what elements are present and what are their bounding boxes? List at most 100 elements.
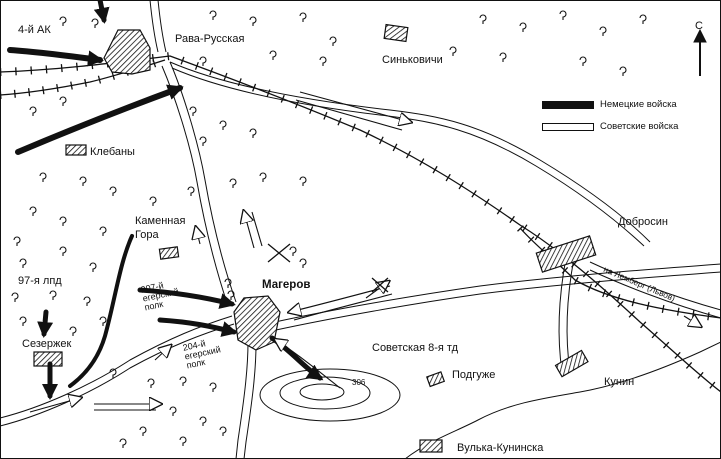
tree-icon [169,406,177,416]
tree-icon [259,172,267,182]
forest-symbols [11,10,647,448]
vulka-label: Вулька-Кунинска [457,442,544,454]
kamennaya-gora-label-2: Гора [135,229,159,241]
sezerzhek-label: Сезержек [22,338,72,350]
legend-german-swatch [542,100,594,109]
tree-icon [499,52,507,62]
tree-icon [199,416,207,426]
height-306-contours [259,368,401,422]
legend-german: Немецкие войска [542,99,677,110]
road-magerov-east [274,263,721,331]
german-arrow-204 [157,317,238,337]
tree-icon [19,258,27,268]
tree-icon [83,296,91,306]
tree-icon [99,226,107,236]
sinkovichi-settlement [383,23,409,43]
tree-icon [199,56,207,66]
tree-icon [269,50,277,60]
klebany-label: Клебаны [90,146,135,158]
tree-icon [179,376,187,386]
tree-icon [13,236,21,246]
legend-soviet: Советские войска [542,121,678,132]
soviet-arrow-east [299,91,410,122]
soviet-arrow-n [244,212,255,249]
tree-icon [599,26,607,36]
tree-icon [29,106,37,116]
sinkovichi-label: Синьковичи [382,54,443,66]
road-north-rava [149,0,167,53]
dobrosin-settlement [535,235,597,273]
german-arrow-4ak [7,47,104,67]
legend-german-label: Немецкие войска [600,99,677,110]
road-rava-dobrosin [169,61,651,247]
tree-icon [69,326,77,336]
tree-icon [139,426,147,436]
tree-icon [179,436,187,446]
legend-soviet-label: Советские войска [600,121,679,132]
tree-icon [199,136,207,146]
tree-icon [59,246,67,256]
tree-icon [219,426,227,436]
tree-icon [147,378,155,388]
road-north-south [161,61,237,307]
dobrosin-label: Добросин [618,216,668,228]
podguzhe-label: Подгуже [452,369,496,381]
tree-icon [39,172,47,182]
road-magerov-south [235,341,257,459]
tree-icon [619,66,627,76]
tree-icon [119,438,127,448]
tree-icon [209,10,217,20]
rava-russkaya-settlement [103,29,151,75]
german-front-line [68,234,134,388]
road-east-edge [589,261,721,319]
soviet-arrow-ne [365,282,388,299]
soviet-arrows [29,91,700,413]
kamennaya-gora-label-1: Каменная [135,215,186,227]
tree-icon [29,206,37,216]
vulka-settlement [419,439,443,453]
tree-icon [11,292,19,302]
klebany-settlement [65,144,87,156]
tree-icon [639,14,647,24]
tree-icon [91,18,99,28]
tree-icon [479,14,487,24]
tree-icon [99,316,107,326]
north-label: С [695,20,703,32]
rava-russkaya-label: Рава-Русская [175,33,245,45]
tree-icon [229,178,237,188]
tree-icon [79,176,87,186]
north-arrow-icon [693,28,707,76]
tree-icon [249,128,257,138]
german-arrow-97 [37,309,54,338]
soviet-arrow-magerov-b [293,293,393,321]
tree-icon [289,246,297,256]
magerov-settlement [233,295,281,351]
tree-icon [209,382,217,392]
tree-icon [249,16,257,26]
corps-label: 4-й АК [18,24,51,36]
tree-icon [559,10,567,20]
podguzhe-settlement [426,371,446,388]
tree-icon [19,316,27,326]
german-arrow-north [93,0,110,24]
magerov-label: Магеров [262,279,311,291]
tree-icon [189,106,197,116]
tree-icon [299,12,307,22]
tree-icon [319,56,327,66]
tree-icon [49,290,57,300]
tree-icon [59,16,67,26]
tree-icon [109,186,117,196]
tree-icon [187,186,195,196]
soviet-arrow-n-b [251,211,263,247]
soviet-arrow-sw-3 [154,346,170,361]
tree-icon [109,368,117,378]
tree-icon [299,176,307,186]
german-arrows [7,0,324,400]
tree-icon [59,96,67,106]
soviet-td-label: Советская 8-я тд [372,342,459,354]
german-arrow-klebany [15,84,184,155]
soviet-arrow-306 [276,340,341,389]
